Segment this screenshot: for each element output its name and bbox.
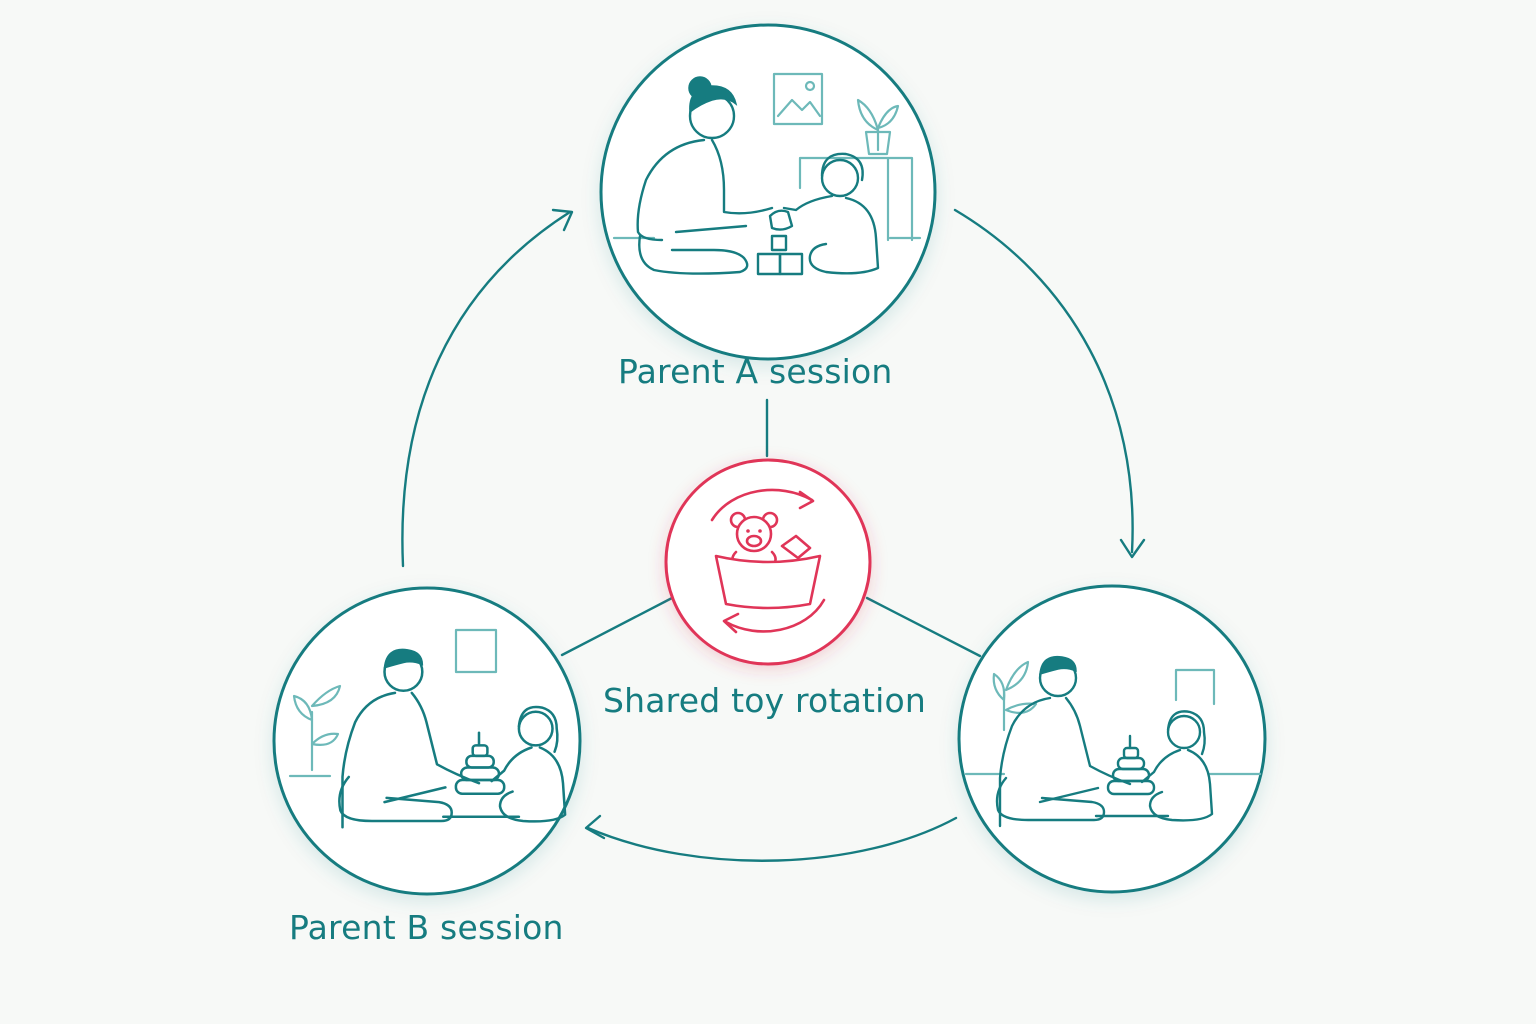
cycle-arrows (401, 208, 1146, 862)
toy-basket-rotation-icon (710, 488, 826, 634)
shared-toy-rotation-label: Shared toy rotation (603, 681, 927, 720)
right-session-illustration-icon (964, 655, 1262, 828)
connector-left (560, 596, 674, 657)
parent-a-node (599, 23, 937, 361)
parent-b-label: Parent B session (289, 908, 564, 947)
right-session-circle (957, 584, 1267, 894)
shared-toy-node (664, 458, 872, 666)
arrow-head-right (1119, 538, 1146, 559)
parent-a-label: Parent A session (618, 352, 893, 391)
right-session-node (957, 584, 1267, 894)
parent-a-illustration-icon (612, 72, 922, 276)
parent-b-circle (272, 586, 582, 896)
parent-b-illustration-icon (288, 628, 567, 829)
rotation-arrow-top-icon (710, 488, 814, 522)
connector-right (865, 596, 982, 658)
arrow-head-top (551, 208, 574, 232)
parent-b-node (272, 586, 582, 896)
rotation-arrow-bottom-icon (724, 598, 826, 633)
arrow-head-left (584, 814, 606, 840)
arrow-right-to-left (586, 816, 958, 862)
arrow-top-to-right (953, 208, 1134, 554)
parent-a-circle (599, 23, 937, 361)
arrow-left-to-top (401, 210, 572, 568)
connector-lines (560, 398, 982, 658)
